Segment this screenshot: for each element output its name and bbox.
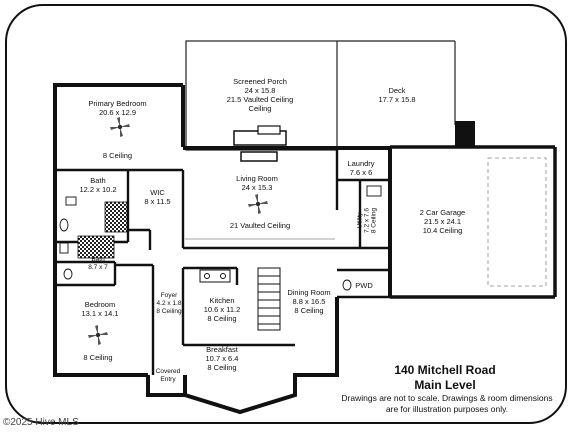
label-breakfast: Breakfast 10.7 x 6.4 8 Ceiling — [205, 345, 239, 372]
label-foyer: Foyer 4.2 x 1.8 8 Ceiling — [156, 292, 182, 315]
tub-tile — [77, 235, 115, 259]
label-utility: Utility 7.2 x 7.6 8 Ceiling — [356, 207, 378, 234]
label-bedroom-ceiling: 8 Ceiling — [83, 353, 113, 362]
copyright-text: ©2025 Hive MLS — [3, 417, 79, 428]
label-primary-bedroom: Primary Bedroom 20.6 x 12.9 — [88, 99, 147, 117]
label-pwd: PWD — [355, 281, 373, 290]
border-frame — [5, 4, 567, 424]
bath-fixtures — [59, 185, 382, 291]
label-living-room-ceiling: 21 Vaulted Ceiling — [229, 221, 291, 230]
label-bath-small: Bath 8.7 x 7 — [88, 256, 108, 271]
garage-walls — [390, 145, 557, 299]
garage-door-outline — [487, 157, 547, 287]
label-bedroom: Bedroom 13.1 x 14.1 — [81, 300, 119, 318]
label-kitchen: Kitchen 10.6 x 11.2 8 Ceiling — [203, 296, 241, 323]
label-deck: Deck 17.7 x 15.8 — [378, 86, 416, 104]
ceiling-fan-icon — [88, 325, 108, 345]
fireplace-icon — [233, 125, 287, 162]
label-screened-porch: Screened Porch 24 x 15.8 21.5 Vaulted Ce… — [226, 77, 294, 113]
label-primary-bedroom-ceiling: 8 Ceiling — [102, 151, 133, 160]
label-bath-primary: Bath 12.2 x 10.2 — [79, 176, 117, 194]
level-title: Main Level — [414, 378, 476, 392]
label-laundry: Laundry 7.6 x 6 — [347, 159, 375, 177]
ceiling-fan-icon — [248, 194, 268, 214]
label-dining-room: Dining Room 8.8 x 16.5 8 Ceiling — [287, 288, 331, 315]
stairs-icon — [257, 267, 281, 331]
label-garage: 2 Car Garage 21.5 x 24.1 10.4 Ceiling — [419, 208, 466, 235]
shower-tile — [104, 201, 128, 233]
disclaimer-text: Drawings are not to scale. Drawings & ro… — [341, 393, 553, 414]
label-wic: WIC 8 x 11.5 — [144, 188, 171, 206]
range-icon — [199, 269, 231, 283]
exterior-walls — [53, 83, 392, 415]
label-covered-entry: Covered Entry — [155, 368, 181, 383]
plan-title: 140 Mitchell Road Main Level — [370, 363, 520, 393]
address-title: 140 Mitchell Road — [394, 363, 496, 377]
label-living-room: Living Room 24 x 15.3 — [236, 174, 278, 192]
deck-steps — [455, 121, 475, 147]
ceiling-fan-icon — [110, 117, 130, 137]
